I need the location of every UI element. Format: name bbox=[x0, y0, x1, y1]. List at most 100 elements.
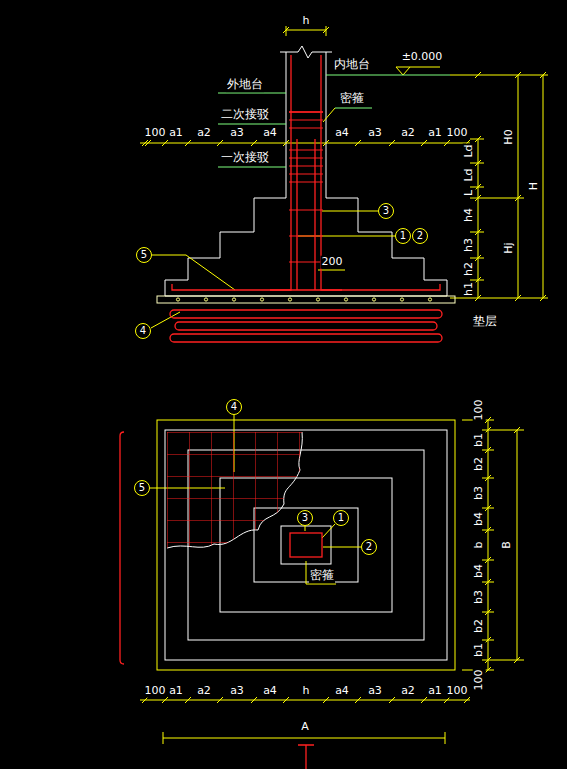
dimension-label: a1 bbox=[427, 685, 443, 698]
dim-tick bbox=[283, 140, 289, 146]
dim-tick bbox=[389, 697, 395, 703]
callout-number: 3 bbox=[302, 513, 308, 523]
dim-tick bbox=[162, 697, 168, 703]
dimension-label: b1 bbox=[473, 642, 486, 658]
rebar-dot bbox=[344, 298, 347, 301]
note-label: 密箍 bbox=[309, 569, 335, 583]
callout-circle: 4 bbox=[226, 399, 242, 415]
dim-tick bbox=[515, 195, 521, 201]
dimension-label: 100 bbox=[446, 685, 469, 698]
dimension-label: 100 bbox=[473, 399, 486, 422]
dimension-label: h bbox=[302, 15, 311, 28]
dim-tick bbox=[185, 697, 191, 703]
dimension-label: b3 bbox=[473, 485, 486, 501]
dimension-label: B bbox=[501, 540, 514, 550]
dimension-label: a3 bbox=[367, 127, 383, 140]
dimension-label: ±0.000 bbox=[401, 51, 444, 64]
rebar-dot bbox=[428, 298, 431, 301]
dim-tick bbox=[217, 140, 223, 146]
dim-tick bbox=[185, 140, 191, 146]
callout-circle: 1 bbox=[333, 510, 349, 526]
stirrup bbox=[289, 165, 323, 166]
dim-tick bbox=[217, 697, 223, 703]
dim-tick bbox=[485, 427, 491, 433]
dimension-label: b3 bbox=[473, 589, 486, 605]
stirrup bbox=[289, 261, 323, 262]
dimension-label: a4 bbox=[334, 685, 350, 698]
dim-tick bbox=[475, 72, 481, 78]
dimension-label: a4 bbox=[262, 127, 278, 140]
dim-tick bbox=[485, 657, 491, 663]
dimension-label: a2 bbox=[196, 127, 212, 140]
rebar-dot bbox=[372, 298, 375, 301]
dimension-label: 100 bbox=[473, 669, 486, 692]
dimension-label: b2 bbox=[473, 456, 486, 472]
dim-tick bbox=[355, 697, 361, 703]
stirrup bbox=[289, 173, 323, 174]
dim-tick bbox=[485, 667, 491, 673]
dimension-label: a2 bbox=[400, 127, 416, 140]
dimension-label: b4 bbox=[473, 563, 486, 579]
dimension-label: 100 bbox=[446, 127, 469, 140]
dim-tick bbox=[540, 72, 546, 78]
dim-tick bbox=[421, 140, 427, 146]
stirrup bbox=[289, 149, 323, 150]
dimension-label: 100 bbox=[144, 685, 167, 698]
callout-circle: 3 bbox=[378, 203, 394, 219]
callout-number: 4 bbox=[140, 326, 146, 336]
note-label: 二次接驳 bbox=[220, 108, 270, 122]
callout-circle: 3 bbox=[297, 510, 313, 526]
dim-tick bbox=[540, 295, 546, 301]
dimension-label: b bbox=[473, 541, 486, 550]
dim-tick bbox=[355, 140, 361, 146]
dimension-label: 200 bbox=[321, 256, 344, 269]
dim-tick bbox=[475, 295, 481, 301]
dimension-label: a4 bbox=[334, 127, 350, 140]
dimension-label: H0 bbox=[503, 128, 516, 145]
rebar-dot bbox=[232, 298, 235, 301]
dim-tick bbox=[485, 527, 491, 533]
callout-circle: 4 bbox=[135, 323, 151, 339]
dim-tick bbox=[485, 505, 491, 511]
callout-number: 3 bbox=[383, 206, 389, 216]
dimension-label: Hj bbox=[503, 241, 516, 254]
dim-tick bbox=[475, 195, 481, 201]
stirrup bbox=[289, 181, 323, 182]
dimension-label: b4 bbox=[473, 511, 486, 527]
dim-tick bbox=[475, 255, 481, 261]
dim-tick bbox=[251, 697, 257, 703]
dimension-label: H bbox=[528, 181, 541, 191]
dim-tick bbox=[475, 136, 481, 142]
dimension-label: a3 bbox=[229, 685, 245, 698]
callout-circle: 2 bbox=[412, 228, 428, 244]
dimension-label: a2 bbox=[196, 685, 212, 698]
callout-number: 1 bbox=[400, 231, 406, 241]
dim-tick bbox=[142, 697, 148, 703]
stirrup bbox=[289, 235, 323, 236]
dim-tick bbox=[162, 140, 168, 146]
rebar-dot bbox=[260, 298, 263, 301]
dimension-label: a3 bbox=[367, 685, 383, 698]
dim-tick bbox=[475, 184, 481, 190]
dim-tick bbox=[514, 427, 520, 433]
dim-tick bbox=[323, 697, 329, 703]
dimension-label: A bbox=[300, 721, 310, 734]
callout-circle: 5 bbox=[136, 247, 152, 263]
dim-tick bbox=[485, 637, 491, 643]
dim-tick bbox=[515, 295, 521, 301]
dimension-label: 100 bbox=[144, 127, 167, 140]
rebar-dot bbox=[316, 298, 319, 301]
dim-tick bbox=[485, 579, 491, 585]
callout-circle: 2 bbox=[361, 539, 377, 555]
dimension-label: a4 bbox=[262, 685, 278, 698]
dim-tick bbox=[485, 447, 491, 453]
stirrup bbox=[289, 157, 323, 158]
dim-tick bbox=[323, 140, 329, 146]
dim-tick bbox=[421, 697, 427, 703]
note-label: 密箍 bbox=[339, 92, 365, 106]
dimension-label: a3 bbox=[229, 127, 245, 140]
dim-tick bbox=[283, 697, 289, 703]
dim-tick bbox=[485, 475, 491, 481]
stirrup bbox=[289, 119, 323, 120]
note-label: 内地台 bbox=[333, 58, 371, 72]
